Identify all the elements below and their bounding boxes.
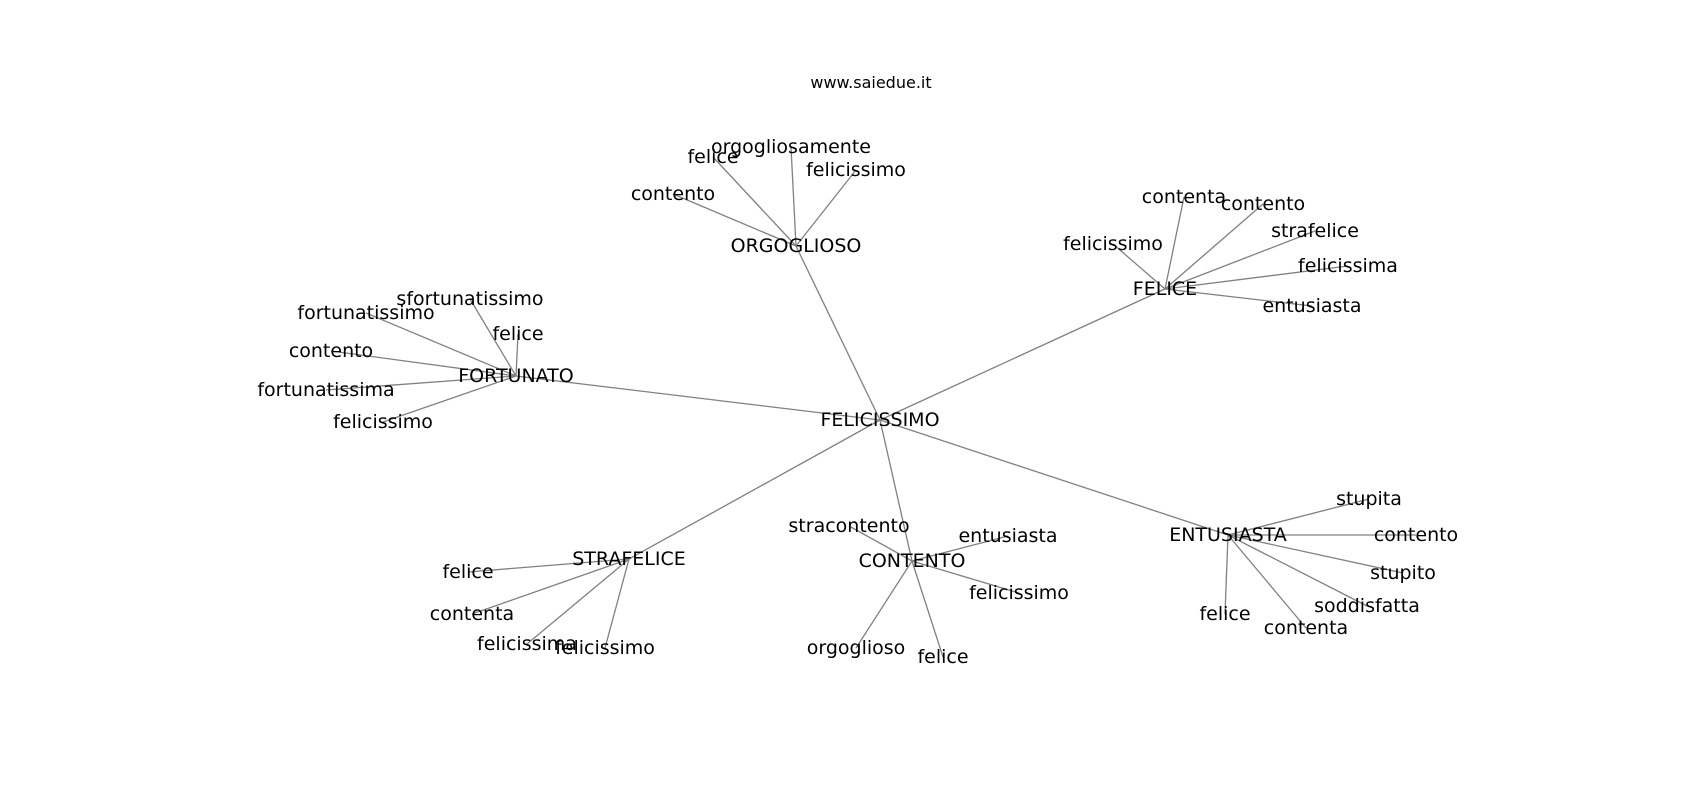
edge-fortunato-to-felice xyxy=(515,333,519,377)
node-leaf-felice-contento: contento xyxy=(1221,193,1305,215)
edge-entusiasta-to-stupita xyxy=(1227,498,1370,536)
edge-felice-to-entusiasta xyxy=(1164,288,1313,307)
node-leaf-contento-felicissimo: felicissimo xyxy=(969,582,1069,604)
node-leaf-felice-entusiasta: entusiasta xyxy=(1262,295,1361,317)
node-hub-entusiasta: ENTUSIASTA xyxy=(1169,524,1287,546)
edge-strafelice-to-felicissima xyxy=(526,558,630,645)
edge-fortunato-to-fortunatissima xyxy=(325,375,517,391)
node-hub-orgoglioso: ORGOGLIOSO xyxy=(731,235,862,257)
edge-orgoglioso-to-felice xyxy=(712,156,797,247)
edge-contento-to-felice xyxy=(911,560,944,658)
node-leaf-entusiasta-stupito: stupito xyxy=(1370,562,1436,584)
node-leaf-strafelice-felicissimo: felicissimo xyxy=(555,637,655,659)
node-leaf-fortunato-felicissimo: felicissimo xyxy=(333,411,433,433)
node-leaf-contento-felice: felice xyxy=(917,646,968,668)
edge-strafelice-to-felicissimo xyxy=(604,558,630,649)
node-leaf-strafelice-felice: felice xyxy=(442,561,493,583)
edge-entusiasta-to-felice xyxy=(1224,534,1229,615)
edge-entusiasta-to-soddisfatta xyxy=(1227,534,1368,607)
edge-root-to-contento xyxy=(879,419,913,562)
edge-entusiasta-to-stupito xyxy=(1227,534,1404,574)
edge-entusiasta-to-contenta xyxy=(1227,534,1307,629)
node-root-felicissimo: FELICISSIMO xyxy=(820,409,939,431)
edge-fortunato-to-fortunatissimo xyxy=(365,312,517,377)
edge-contento-to-felicissimo xyxy=(911,560,1020,594)
node-hub-contento: CONTENTO xyxy=(859,550,966,572)
edge-root-to-fortunato xyxy=(515,375,881,421)
edge-orgoglioso-to-felicissimo xyxy=(795,169,857,247)
edge-felice-to-contento xyxy=(1164,203,1264,290)
node-leaf-entusiasta-contento: contento xyxy=(1374,524,1458,546)
node-hub-felice: FELICE xyxy=(1133,278,1197,300)
edge-strafelice-to-contenta xyxy=(471,558,630,615)
edge-root-to-felice xyxy=(879,288,1166,421)
node-leaf-strafelice-contenta: contenta xyxy=(430,603,514,625)
node-leaf-strafelice-felicissima: felicissima xyxy=(477,633,577,655)
edge-contento-to-entusiasta xyxy=(911,535,1009,562)
node-leaf-fortunato-sfortunatissimo: sfortunatissimo xyxy=(396,288,543,310)
edge-contento-to-orgoglioso xyxy=(855,560,913,649)
node-leaf-fortunato-felice: felice xyxy=(492,323,543,345)
node-leaf-felice-felicissimo: felicissimo xyxy=(1063,233,1163,255)
node-leaf-orgoglioso-felicissimo: felicissimo xyxy=(806,159,906,181)
node-leaf-entusiasta-stupita: stupita xyxy=(1336,488,1402,510)
node-leaf-contento-orgoglioso: orgoglioso xyxy=(807,637,906,659)
edges-layer xyxy=(325,146,1416,658)
node-leaf-orgoglioso-felice: felice xyxy=(687,146,738,168)
edge-felice-to-felicissima xyxy=(1164,265,1349,290)
edge-felice-to-contenta xyxy=(1164,196,1185,290)
edge-felice-to-felicissimo xyxy=(1112,243,1166,290)
node-leaf-entusiasta-contenta: contenta xyxy=(1264,617,1348,639)
node-leaf-contento-stracontento: stracontento xyxy=(788,515,909,537)
edge-orgoglioso-to-orgogliosamente xyxy=(790,146,797,247)
edge-fortunato-to-contento xyxy=(330,350,517,377)
node-leaf-felice-contenta: contenta xyxy=(1142,186,1226,208)
node-leaf-fortunato-fortunatissima: fortunatissima xyxy=(257,379,394,401)
edge-root-to-orgoglioso xyxy=(795,245,881,421)
edge-fortunato-to-sfortunatissimo xyxy=(469,298,517,377)
node-leaf-felice-felicissima: felicissima xyxy=(1298,255,1398,277)
node-leaf-orgoglioso-contento: contento xyxy=(631,183,715,205)
node-leaf-entusiasta-felice: felice xyxy=(1199,603,1250,625)
edge-felice-to-strafelice xyxy=(1164,230,1316,290)
edge-fortunato-to-felicissimo xyxy=(382,375,517,423)
edge-strafelice-to-felice xyxy=(467,558,630,573)
edge-orgoglioso-to-contento xyxy=(672,193,797,247)
node-leaf-fortunato-fortunatissimo: fortunatissimo xyxy=(297,302,434,324)
site-title: www.saiedue.it xyxy=(810,73,931,92)
edge-root-to-entusiasta xyxy=(879,419,1229,536)
node-leaf-orgoglioso-orgogliosamente: orgogliosamente xyxy=(711,136,871,158)
labels-layer: FELICISSIMOORGOGLIOSOfeliceorgogliosamen… xyxy=(257,136,1458,668)
node-hub-strafelice: STRAFELICE xyxy=(572,548,686,570)
node-leaf-fortunato-contento: contento xyxy=(289,340,373,362)
edge-root-to-strafelice xyxy=(628,419,881,560)
node-leaf-entusiasta-soddisfatta: soddisfatta xyxy=(1314,595,1420,617)
node-hub-fortunato: FORTUNATO xyxy=(458,365,574,387)
node-leaf-contento-entusiasta: entusiasta xyxy=(958,525,1057,547)
node-leaf-felice-strafelice: strafelice xyxy=(1271,220,1359,242)
edge-contento-to-stracontento xyxy=(848,525,913,562)
